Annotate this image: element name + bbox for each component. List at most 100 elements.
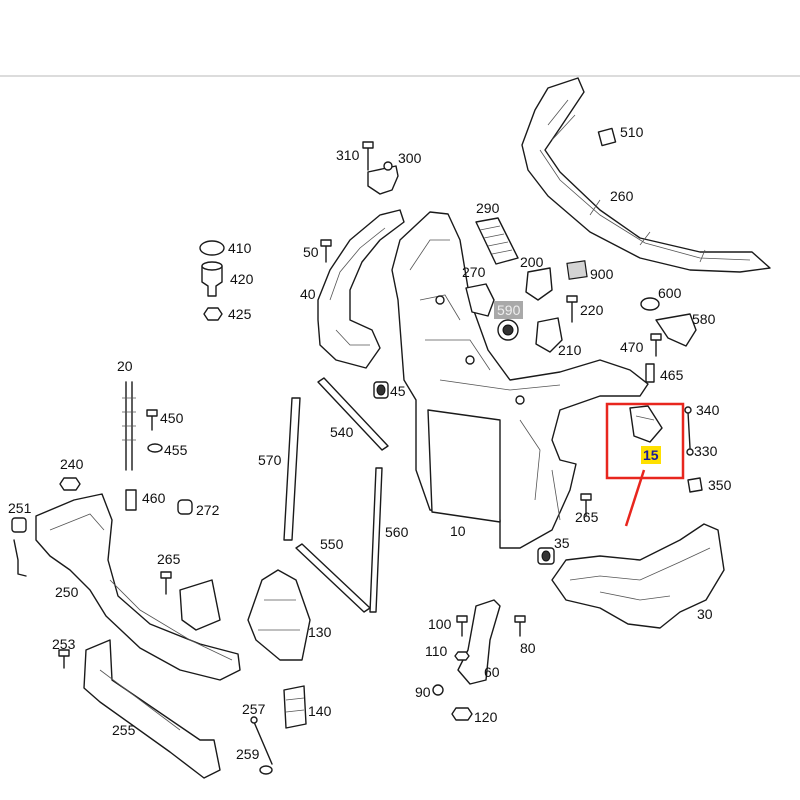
part-460-pin <box>125 489 137 511</box>
label-200: 200 <box>520 254 544 270</box>
part-15-bracket <box>629 405 663 443</box>
label-265-right: 265 <box>575 509 599 525</box>
part-425-nut <box>203 307 223 321</box>
label-120: 120 <box>474 709 498 725</box>
label-425: 425 <box>228 306 252 322</box>
label-130: 130 <box>308 624 332 640</box>
label-550: 550 <box>320 536 344 552</box>
part-10-front-end-carrier <box>391 211 649 549</box>
part-255-strut <box>83 639 221 779</box>
callout-box <box>605 402 685 480</box>
part-220-clip <box>566 295 578 323</box>
part-100-bolt <box>456 615 468 637</box>
part-40-left-side-member <box>317 209 405 369</box>
label-465: 465 <box>660 367 684 383</box>
part-200-bracket <box>525 267 553 301</box>
label-100: 100 <box>428 616 452 632</box>
part-450-bolt <box>146 409 158 431</box>
label-272: 272 <box>196 502 220 518</box>
part-272-cap <box>177 499 193 515</box>
part-270-bracket <box>465 283 495 317</box>
label-259: 259 <box>236 746 260 762</box>
part-250-lower-crossmember <box>35 493 241 681</box>
label-257: 257 <box>242 701 266 717</box>
part-455-washer <box>147 443 163 453</box>
label-90: 90 <box>415 684 431 700</box>
label-600: 600 <box>658 285 682 301</box>
label-20: 20 <box>117 358 133 374</box>
part-600-mount <box>640 297 660 311</box>
part-260-upper-crossmember <box>521 77 771 273</box>
label-350: 350 <box>708 477 732 493</box>
label-340: 340 <box>696 402 720 418</box>
label-310: 310 <box>336 147 360 163</box>
label-140: 140 <box>308 703 332 719</box>
part-259-clip <box>259 765 273 775</box>
label-110: 110 <box>425 643 448 659</box>
part-50-bolt <box>320 239 332 263</box>
part-210-holder <box>535 317 563 353</box>
label-560: 560 <box>385 524 409 540</box>
label-255: 255 <box>112 722 136 738</box>
part-410-cap <box>199 240 225 256</box>
part-290-air-duct <box>475 217 519 265</box>
part-265-bolt-left <box>160 571 172 595</box>
label-450: 450 <box>160 410 184 426</box>
label-251: 251 <box>8 500 32 516</box>
part-120-nut <box>451 707 473 721</box>
label-455: 455 <box>164 442 188 458</box>
part-465-bolt <box>645 363 655 383</box>
part-251-plug <box>11 517 27 577</box>
part-265-bolt-right <box>580 493 592 517</box>
part-253-bolt <box>58 649 70 669</box>
label-470: 470 <box>620 339 644 355</box>
label-253: 253 <box>52 636 76 652</box>
label-270: 270 <box>462 264 486 280</box>
label-80: 80 <box>520 640 536 656</box>
label-30: 30 <box>697 606 713 622</box>
label-590: 590 <box>494 301 524 319</box>
label-300: 300 <box>398 150 422 166</box>
label-460: 460 <box>142 490 166 506</box>
part-90-bolt <box>432 684 444 696</box>
label-15: 15 <box>641 446 661 464</box>
part-590-grommet <box>497 319 519 341</box>
label-50: 50 <box>303 244 319 260</box>
label-220: 220 <box>580 302 604 318</box>
callout-leader-line <box>624 469 646 527</box>
part-240-nut <box>59 477 81 491</box>
label-510: 510 <box>620 124 644 140</box>
part-540-seal <box>317 377 389 451</box>
label-35: 35 <box>554 535 570 551</box>
label-260: 260 <box>610 188 634 204</box>
label-40: 40 <box>300 286 316 302</box>
label-420: 420 <box>230 271 254 287</box>
part-45-rubber-mount <box>373 381 389 399</box>
label-540: 540 <box>330 424 354 440</box>
part-550-seal <box>295 543 371 613</box>
part-20-cable <box>122 381 136 471</box>
label-250: 250 <box>55 584 79 600</box>
part-350-bracket <box>687 477 703 493</box>
part-580-bracket <box>655 313 697 347</box>
label-45: 45 <box>390 383 406 399</box>
part-130-air-guide <box>247 569 311 661</box>
part-420-bumper <box>201 261 223 297</box>
label-10: 10 <box>450 523 466 539</box>
part-340-cable <box>684 406 692 449</box>
part-470-bolt <box>650 333 662 357</box>
part-330-clip <box>686 448 694 456</box>
label-240: 240 <box>60 456 84 472</box>
part-560-seal <box>369 467 383 613</box>
part-30-right-side-member <box>551 523 725 629</box>
label-265-left: 265 <box>157 551 181 567</box>
part-570-seal <box>283 397 301 541</box>
label-60: 60 <box>484 664 500 680</box>
label-210: 210 <box>558 342 582 358</box>
part-300-bracket <box>362 141 399 195</box>
label-580: 580 <box>692 311 716 327</box>
part-140-bracket <box>283 685 307 729</box>
part-900-pad <box>566 260 588 280</box>
label-290: 290 <box>476 200 500 216</box>
